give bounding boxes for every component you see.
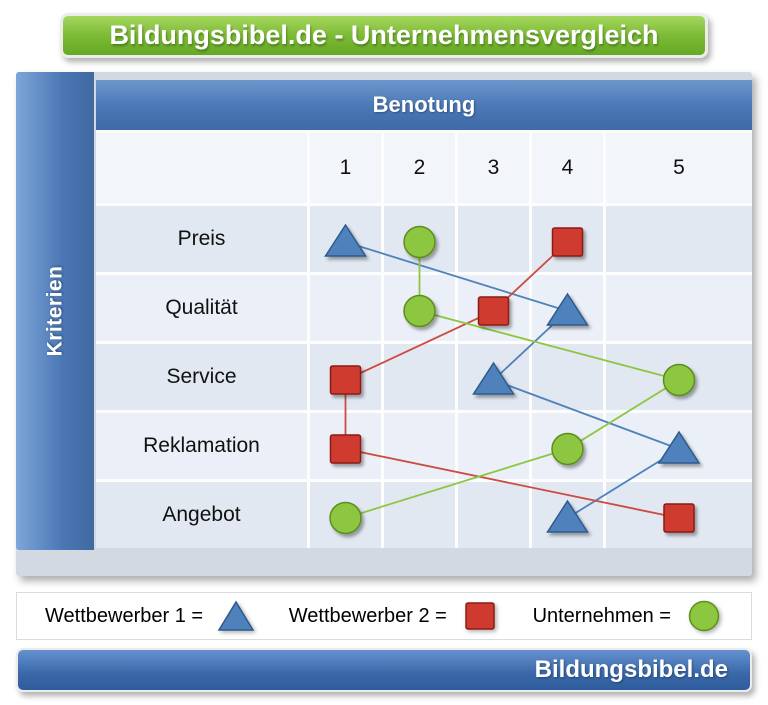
rating-cell [458, 482, 529, 548]
footer-brand: Bildungsbibel.de [534, 656, 728, 683]
circle-shape [688, 600, 720, 632]
rating-scale-2: 2 [384, 133, 455, 203]
row-label-reklamation: Reklamation [96, 413, 307, 479]
rating-cell [310, 413, 381, 479]
legend-label: Wettbewerber 1 = [45, 604, 204, 627]
legend-item-circle: Unternehmen = [533, 600, 723, 632]
row-label-qualität: Qualität [96, 275, 307, 341]
legend-item-square: Wettbewerber 2 = [289, 600, 499, 632]
rating-cell [310, 206, 381, 272]
legend-label: Wettbewerber 2 = [288, 604, 447, 627]
square-shape [465, 602, 495, 630]
rating-cell [458, 206, 529, 272]
triangle-shape [217, 600, 255, 631]
rating-scale-1: 1 [310, 133, 381, 203]
rating-cell [384, 206, 455, 272]
circle-icon [688, 600, 720, 632]
legend: Wettbewerber 1 = Wettbewerber 2 = Unterneh… [16, 592, 752, 640]
rating-cell [532, 413, 603, 479]
page-title: Bildungsbibel.de - Unternehmensvergleich [109, 20, 659, 50]
criteria-axis-bar: Kriterien [16, 72, 94, 550]
rating-cell [532, 482, 603, 548]
title-banner: Bildungsbibel.de - Unternehmensvergleich [60, 13, 708, 58]
legend-item-triangle: Wettbewerber 1 = [45, 600, 255, 632]
rating-scale-blank-cell [96, 133, 307, 203]
rating-cell [384, 344, 455, 410]
rating-cell [532, 344, 603, 410]
rating-cell [532, 206, 603, 272]
rating-cell [458, 275, 529, 341]
rating-cell [458, 344, 529, 410]
rating-cell [606, 413, 752, 479]
rating-cell [606, 275, 752, 341]
rating-cell [310, 344, 381, 410]
rating-cell [384, 413, 455, 479]
rating-cell [384, 275, 455, 341]
rating-cell [606, 482, 752, 548]
legend-label: Unternehmen = [532, 604, 671, 627]
rating-cell [606, 206, 752, 272]
triangle-icon [217, 600, 255, 631]
row-label-preis: Preis [96, 206, 307, 272]
rating-axis-header: Benotung [96, 80, 752, 130]
rating-scale-3: 3 [458, 133, 529, 203]
row-label-service: Service [96, 344, 307, 410]
rating-cell [532, 275, 603, 341]
footer-banner: Bildungsbibel.de [16, 648, 752, 692]
rating-cell [310, 482, 381, 548]
rating-scale-4: 4 [532, 133, 603, 203]
rating-scale-5: 5 [606, 133, 752, 203]
criteria-axis-label: Kriterien [43, 265, 67, 357]
rating-cell [606, 344, 752, 410]
rating-cell [384, 482, 455, 548]
rating-cell [458, 413, 529, 479]
rating-cell [310, 275, 381, 341]
square-icon [465, 602, 495, 630]
row-label-angebot: Angebot [96, 482, 307, 548]
